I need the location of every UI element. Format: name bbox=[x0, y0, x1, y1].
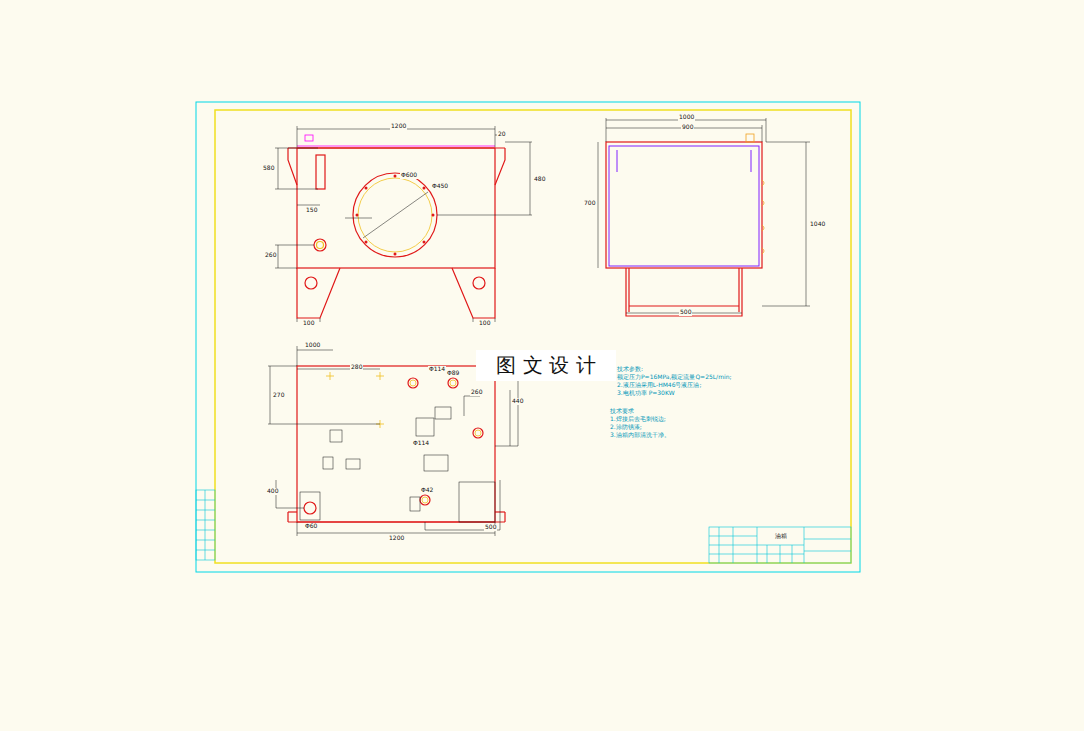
dimension-label: 270 bbox=[272, 392, 285, 399]
dimension-label: 260 bbox=[470, 389, 483, 396]
technical-note: 技术参数: bbox=[616, 366, 644, 373]
title-cell: 油箱 bbox=[757, 527, 804, 545]
dimension-label: Φ600 bbox=[400, 172, 418, 179]
technical-note: 3.油箱内部清洗干净。 bbox=[609, 432, 671, 439]
dimension-label: Φ450 bbox=[431, 183, 449, 190]
dimension-label: 280 bbox=[350, 364, 363, 371]
dimension-label: 1000 bbox=[304, 342, 321, 349]
dimension-label: 100 bbox=[478, 320, 491, 327]
dimension-label: 700 bbox=[583, 200, 596, 207]
dimension-label: 1200 bbox=[388, 535, 405, 542]
dimension-label: Φ114 bbox=[412, 440, 430, 447]
node-text: 油箱 bbox=[775, 532, 787, 541]
technical-note: 额定压力P=16MPa,额定流量Q=25L/min; bbox=[616, 374, 732, 381]
dimension-label: 1200 bbox=[390, 123, 407, 130]
dimension-label: 400 bbox=[266, 488, 279, 495]
dimension-label: 900 bbox=[681, 124, 694, 131]
technical-note: 3.电机功率 P=30KW bbox=[616, 390, 676, 397]
node-text: 图 文 设 计 bbox=[496, 352, 595, 379]
dimension-label: 1040 bbox=[809, 221, 826, 228]
watermark-box: 图 文 设 计 bbox=[476, 350, 616, 381]
technical-note: 2.涂防锈漆; bbox=[609, 424, 643, 431]
dimension-label: Φ89 bbox=[446, 370, 460, 377]
dimension-label: 500 bbox=[484, 524, 497, 531]
dimension-label: 480 bbox=[533, 176, 546, 183]
dimension-label: 1000 bbox=[678, 114, 695, 121]
dimension-label: 260 bbox=[264, 252, 277, 259]
dimension-label: 150 bbox=[305, 207, 318, 214]
dimension-label: 20 bbox=[497, 131, 507, 138]
dimension-label: 440 bbox=[511, 398, 524, 405]
technical-note: 技术要求 bbox=[609, 408, 635, 415]
dimension-label: Φ60 bbox=[304, 523, 318, 530]
technical-note: 2.液压油采用L-HM46号液压油; bbox=[616, 382, 702, 389]
dimension-label: 100 bbox=[302, 320, 315, 327]
dimension-label: Φ42 bbox=[420, 487, 434, 494]
dimension-label: 580 bbox=[262, 165, 275, 172]
dimension-label: 500 bbox=[679, 309, 692, 316]
dimension-label: Φ114 bbox=[428, 366, 446, 373]
technical-note: 1.焊接后去毛刺锐边; bbox=[609, 416, 667, 423]
